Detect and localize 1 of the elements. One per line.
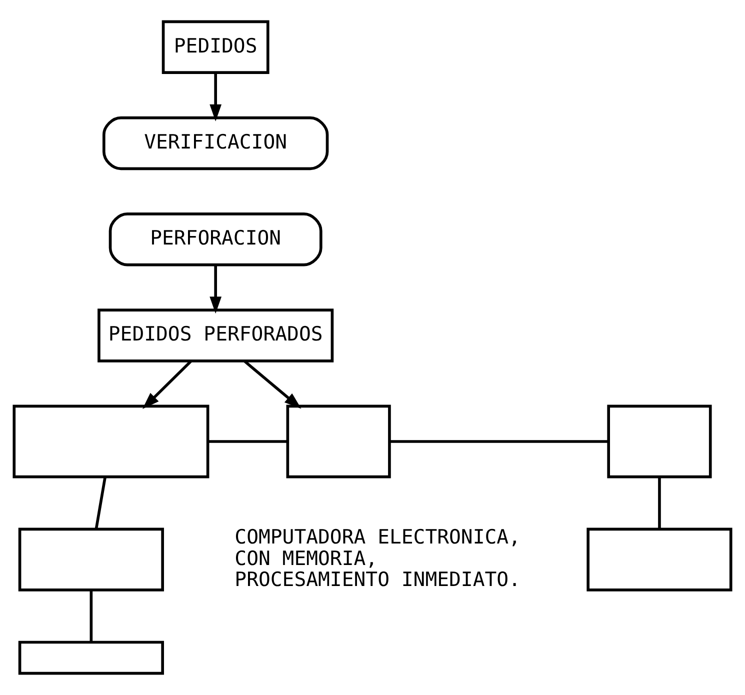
label: COMPUTADORA ELECTRONICA, CON MEMORIA, PROCESAMIENTO INMEDIATO. — [234, 526, 520, 591]
